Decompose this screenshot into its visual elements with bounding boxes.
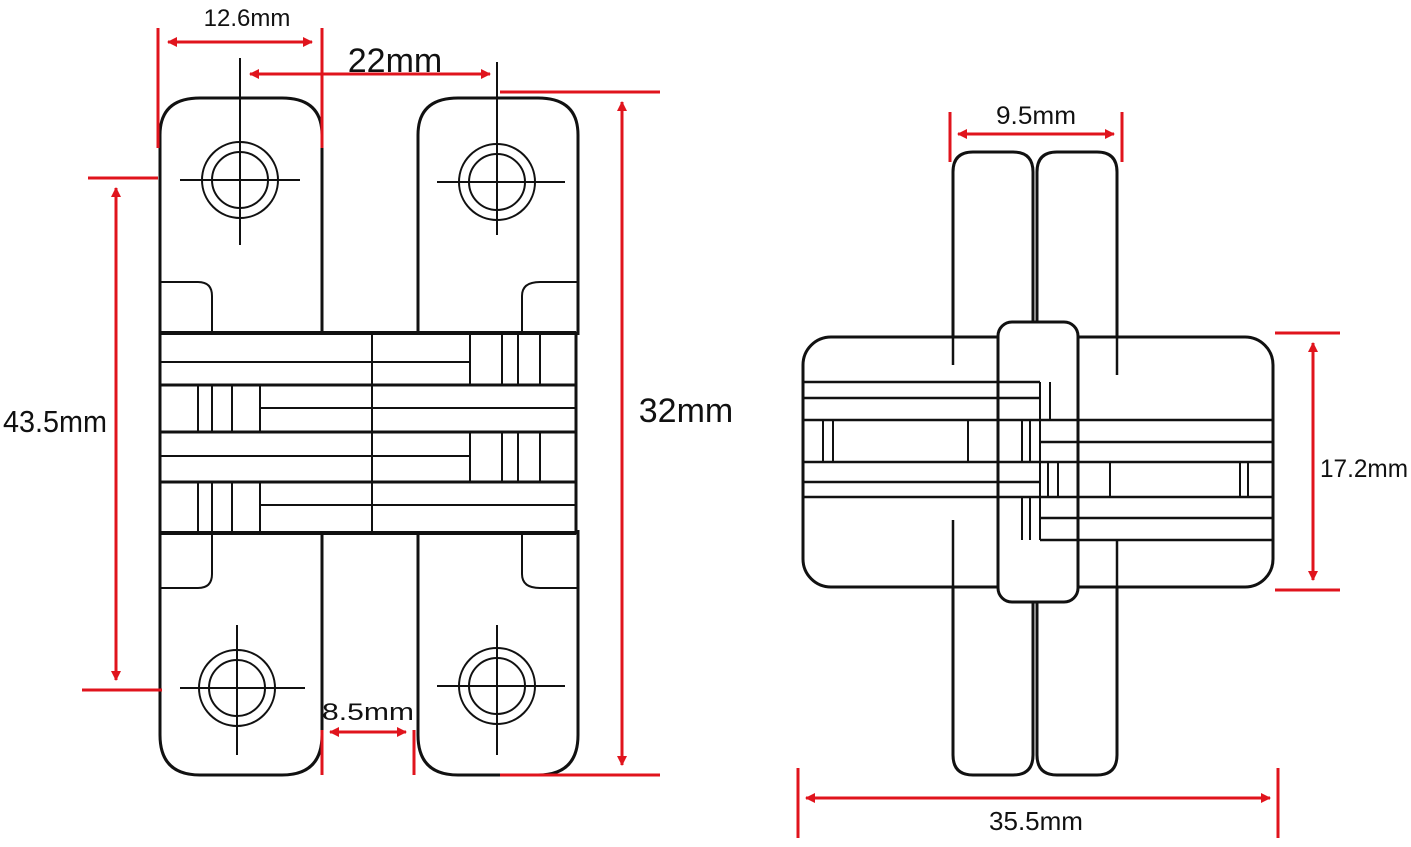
hinge-mechanism-side xyxy=(801,320,1275,604)
dimension-12-6mm xyxy=(156,28,324,148)
side-leaf-right xyxy=(1035,150,1119,355)
screw-hole-top-left xyxy=(180,58,300,245)
notch-bottom-right xyxy=(521,530,578,589)
label-9-5mm: 9.5mm xyxy=(996,102,1076,130)
screw-hole-top-right xyxy=(437,62,565,235)
screw-hole-bottom-right xyxy=(437,625,565,755)
label-17-2mm: 17.2mm xyxy=(1320,455,1408,483)
dimension-8-5mm xyxy=(320,727,416,775)
label-35-5mm: 35.5mm xyxy=(989,806,1083,836)
notch-top-left xyxy=(160,281,213,335)
label-32mm: 32mm xyxy=(639,392,733,430)
label-12-6mm: 12.6mm xyxy=(204,5,291,32)
dimension-43-5mm xyxy=(82,176,162,692)
notch-bottom-left xyxy=(160,530,213,589)
hinge-mechanism-front xyxy=(158,331,578,535)
label-22mm: 22mm xyxy=(348,42,442,80)
side-leaf-left xyxy=(951,150,1035,355)
dimension-32mm xyxy=(500,90,660,777)
dimension-35-5mm xyxy=(796,768,1280,838)
dimension-17-2mm xyxy=(1275,331,1340,592)
front-view: 12.6mm 22mm 43.5mm 32mm 8.5mm xyxy=(3,5,733,777)
leaf-bottom-left xyxy=(158,530,324,777)
label-8-5mm: 8.5mm xyxy=(322,699,414,726)
screw-hole-bottom-left xyxy=(180,625,305,755)
label-43-5mm: 43.5mm xyxy=(3,404,107,439)
dimension-9-5mm xyxy=(948,112,1124,162)
notch-top-right xyxy=(521,281,578,335)
side-view: 9.5mm 17.2mm 35.5mm xyxy=(796,102,1408,838)
